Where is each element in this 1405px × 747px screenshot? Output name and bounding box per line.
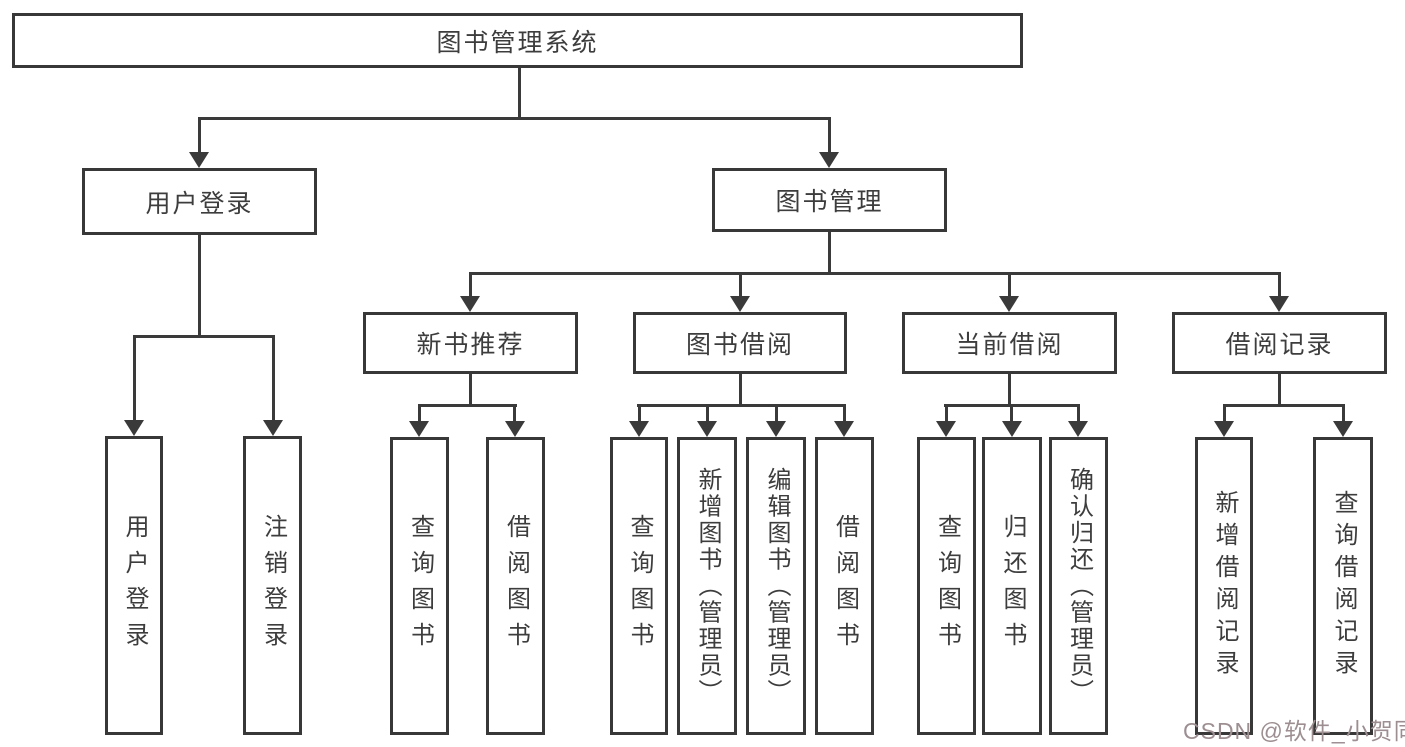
down-arrow xyxy=(124,420,144,436)
connector-line xyxy=(637,404,846,407)
leaf-add-books-admin-label: 新增图书（管理员） xyxy=(694,466,721,706)
connector-line xyxy=(775,404,778,422)
connector-line xyxy=(1342,404,1345,422)
connector-line xyxy=(739,272,742,297)
down-arrow xyxy=(629,421,649,437)
connector-line xyxy=(945,404,948,422)
node-user-login-label: 用户登录 xyxy=(145,189,254,218)
leaf-query-books-current-label: 查询图书 xyxy=(933,514,961,658)
leaf-query-books-borrow-label: 查询图书 xyxy=(626,514,653,658)
leaf-query-borrow-record: 查询借阅记录 xyxy=(1313,437,1373,735)
node-book-management-label: 图书管理 xyxy=(775,188,884,216)
down-arrow xyxy=(730,296,750,312)
connector-line xyxy=(272,335,275,421)
node-book-borrowing-label: 图书借阅 xyxy=(685,331,794,359)
leaf-add-books-admin: 新增图书（管理员） xyxy=(677,437,737,735)
connector-line xyxy=(198,235,201,336)
node-borrowing-records: 借阅记录 xyxy=(1172,312,1387,374)
node-root-label: 图书管理系统 xyxy=(436,28,599,57)
connector-line xyxy=(469,272,472,297)
down-arrow xyxy=(936,421,956,437)
leaf-logout: 注销登录 xyxy=(243,436,302,735)
down-arrow xyxy=(263,420,283,436)
connector-line xyxy=(1010,404,1013,422)
leaf-add-borrow-record: 新增借阅记录 xyxy=(1195,437,1253,735)
leaf-confirm-return-admin: 确认归还（管理员） xyxy=(1049,437,1108,735)
leaf-user-login: 用户登录 xyxy=(105,436,163,735)
connector-line xyxy=(133,335,136,421)
connector-line xyxy=(518,68,521,120)
watermark: CSDN @软件_小贺同学 xyxy=(1183,718,1405,744)
connector-line xyxy=(1278,374,1281,407)
connector-line xyxy=(418,404,421,422)
connector-line xyxy=(1278,272,1281,297)
node-current-borrowing-label: 当前借阅 xyxy=(955,331,1064,359)
leaf-confirm-return-admin-label: 确认归还（管理员） xyxy=(1065,466,1093,706)
node-root: 图书管理系统 xyxy=(12,13,1023,68)
leaf-borrow-books-recommend-label: 借阅图书 xyxy=(502,514,530,658)
down-arrow xyxy=(766,421,786,437)
leaf-edit-books-admin-label: 编辑图书（管理员） xyxy=(763,466,790,706)
down-arrow xyxy=(189,152,209,168)
connector-line xyxy=(843,404,846,422)
leaf-borrow-books-label: 借阅图书 xyxy=(831,514,859,658)
down-arrow xyxy=(409,421,429,437)
leaf-return-books: 归还图书 xyxy=(982,437,1042,735)
connector-line xyxy=(469,272,1281,275)
connector-line xyxy=(198,117,831,120)
node-current-borrowing: 当前借阅 xyxy=(902,312,1117,374)
leaf-query-books-recommend-label: 查询图书 xyxy=(406,514,434,658)
leaf-query-books-current: 查询图书 xyxy=(917,437,976,735)
down-arrow xyxy=(460,296,480,312)
down-arrow xyxy=(1333,421,1353,437)
connector-line xyxy=(418,404,517,407)
connector-line xyxy=(1077,404,1080,422)
down-arrow xyxy=(999,296,1019,312)
down-arrow xyxy=(1002,421,1022,437)
leaf-query-books-recommend: 查询图书 xyxy=(390,437,449,735)
down-arrow xyxy=(819,152,839,168)
down-arrow xyxy=(505,421,525,437)
down-arrow xyxy=(834,421,854,437)
node-borrowing-records-label: 借阅记录 xyxy=(1225,331,1334,359)
leaf-borrow-books: 借阅图书 xyxy=(815,437,874,735)
leaf-return-books-label: 归还图书 xyxy=(999,514,1026,658)
connector-line xyxy=(739,374,742,407)
leaf-add-borrow-record-label: 新增借阅记录 xyxy=(1211,490,1238,682)
leaf-user-login-label: 用户登录 xyxy=(121,513,148,658)
connector-line xyxy=(638,404,641,422)
leaf-query-borrow-record-label: 查询借阅记录 xyxy=(1330,490,1357,682)
down-arrow xyxy=(697,421,717,437)
connector-line xyxy=(513,404,516,422)
down-arrow xyxy=(1068,421,1088,437)
connector-line xyxy=(828,232,831,274)
node-user-login: 用户登录 xyxy=(82,168,317,235)
down-arrow xyxy=(1214,421,1234,437)
node-book-borrowing: 图书借阅 xyxy=(633,312,847,374)
connector-line xyxy=(1223,404,1226,422)
node-book-management: 图书管理 xyxy=(712,168,947,232)
node-new-book-recommendation: 新书推荐 xyxy=(363,312,578,374)
connector-line xyxy=(198,117,201,153)
down-arrow xyxy=(1269,296,1289,312)
node-new-book-recommendation-label: 新书推荐 xyxy=(416,331,525,359)
connector-line xyxy=(1008,272,1011,297)
leaf-query-books-borrow: 查询图书 xyxy=(610,437,668,735)
leaf-logout-label: 注销登录 xyxy=(259,513,287,658)
connector-line xyxy=(1008,374,1011,407)
leaf-borrow-books-recommend: 借阅图书 xyxy=(486,437,545,735)
connector-line xyxy=(133,335,275,338)
leaf-edit-books-admin: 编辑图书（管理员） xyxy=(746,437,806,735)
connector-line xyxy=(469,374,472,407)
connector-line xyxy=(1223,404,1345,407)
connector-line xyxy=(828,117,831,153)
connector-line xyxy=(706,404,709,422)
